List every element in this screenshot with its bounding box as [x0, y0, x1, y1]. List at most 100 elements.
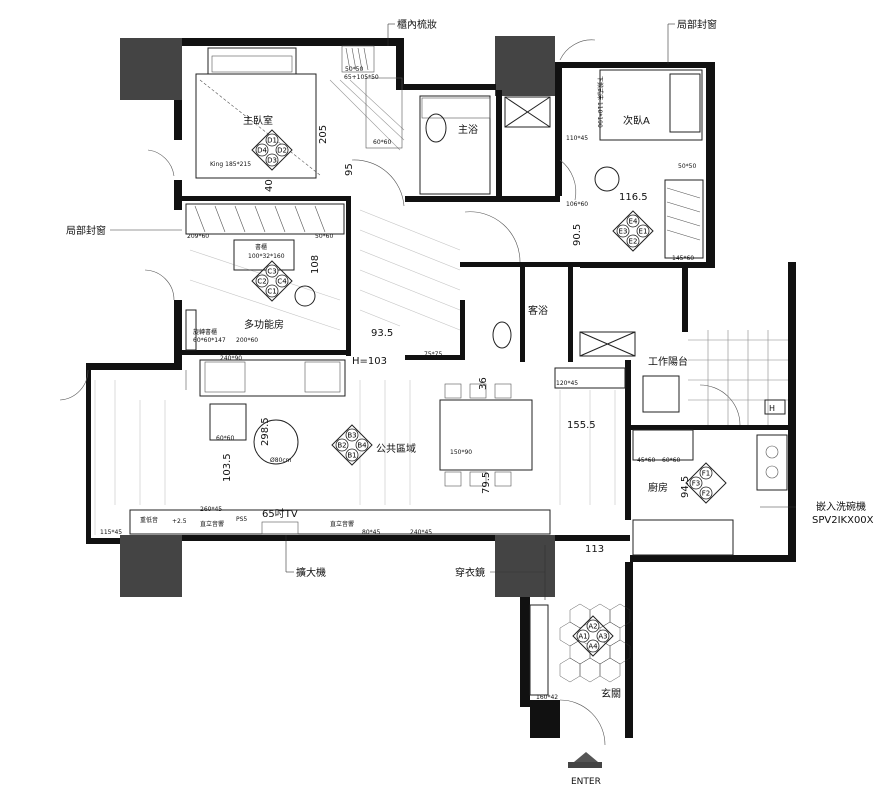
svg-text:75*75: 75*75	[424, 351, 442, 358]
svg-text:93.5: 93.5	[371, 328, 393, 339]
elevation-label: D4	[257, 147, 267, 155]
svg-text:H: H	[769, 404, 775, 413]
pillar-bottom-mid	[495, 535, 555, 597]
svg-text:155.5: 155.5	[567, 420, 596, 431]
room-master-bath: 主浴	[458, 124, 478, 136]
room-multi: 多功能房	[244, 318, 284, 331]
room-entrance: 玄關	[601, 687, 621, 700]
fixtures	[59, 23, 796, 768]
room-kitchen: 廚房	[648, 481, 668, 494]
elevation-circle	[626, 234, 640, 248]
svg-text:50*50: 50*50	[345, 66, 363, 73]
room-master-bedroom: 主臥室	[243, 114, 273, 127]
svg-text:116.5: 116.5	[619, 192, 648, 203]
pillar-top-left	[120, 38, 182, 100]
svg-text:240*90: 240*90	[220, 355, 242, 362]
elevation-label: A2	[588, 623, 597, 631]
elevation-circle	[596, 629, 610, 643]
svg-text:209*60: 209*60	[187, 233, 209, 240]
elevation-circle	[626, 214, 640, 228]
svg-text:200*60: 200*60	[236, 337, 258, 344]
elevation-label: A4	[588, 643, 598, 651]
svg-text:160*42: 160*42	[536, 694, 558, 701]
elevation-label: C1	[267, 288, 276, 296]
svg-text:115*45: 115*45	[100, 529, 122, 536]
elevation-circle	[265, 133, 279, 147]
svg-text:65吋TV: 65吋TV	[262, 508, 298, 520]
svg-text:直立音響: 直立音響	[330, 520, 354, 528]
elevation-label: C2	[257, 278, 266, 286]
svg-text:40: 40	[264, 179, 275, 192]
elevation-circle	[345, 428, 359, 442]
elevation-circle	[265, 153, 279, 167]
svg-text:113: 113	[585, 544, 604, 555]
elevation-label: A3	[598, 633, 607, 641]
enter-label: ENTER	[571, 777, 601, 787]
elevation-label: A1	[578, 633, 587, 641]
svg-text:直立音響: 直立音響	[200, 520, 224, 528]
svg-text:重低音: 重低音	[140, 516, 158, 524]
room-public-area: 公共區域	[376, 442, 416, 455]
callouts: 櫃內梳妝 局部封窗 局部封窗 擴大機 穿衣鏡 嵌入洗碗機 SPV2IKX00X …	[66, 18, 874, 787]
svg-text:H=103: H=103	[352, 356, 387, 367]
callout-dishwasher-1: 嵌入洗碗機	[816, 500, 866, 513]
svg-text:下掀式床 110*190: 下掀式床 110*190	[596, 76, 604, 128]
elevation-label: F2	[702, 490, 710, 498]
elevation-circle	[689, 476, 703, 490]
elevation-markers: D1D2D3D4E4E1E2E3C3C4C1C2B3B4B1B2F1F2F3A2…	[251, 129, 727, 657]
elevation-circle	[586, 639, 600, 653]
elevation-circle	[265, 264, 279, 278]
svg-text:94.5: 94.5	[680, 476, 691, 498]
svg-text:80*45: 80*45	[362, 529, 380, 536]
elevation-circle	[616, 224, 630, 238]
elevation-label: F3	[692, 480, 700, 488]
elevation-circle	[275, 274, 289, 288]
svg-text:90.5: 90.5	[572, 224, 583, 246]
svg-text:PS5: PS5	[236, 516, 247, 523]
svg-text:106*60: 106*60	[566, 201, 588, 208]
callout-dressing-mirror: 穿衣鏡	[455, 566, 485, 579]
svg-text:+2.5: +2.5	[172, 518, 187, 525]
svg-text:150*90: 150*90	[450, 449, 472, 456]
svg-text:110*45: 110*45	[566, 135, 588, 142]
svg-text:240*45: 240*45	[410, 529, 432, 536]
elevation-label: C3	[267, 268, 276, 276]
elevation-circle	[335, 438, 349, 452]
elevation-label: B2	[337, 442, 346, 450]
svg-text:旋轉書櫃: 旋轉書櫃	[193, 328, 217, 336]
svg-text:45*60: 45*60	[637, 457, 655, 464]
svg-text:65+105*50: 65+105*50	[344, 74, 379, 81]
svg-text:108: 108	[310, 255, 321, 274]
elevation-circle	[586, 619, 600, 633]
walls	[86, 38, 796, 738]
small-labels: King 185*215 50*50 65+105*50 60*60 110*4…	[100, 66, 775, 701]
svg-text:60*60: 60*60	[216, 435, 234, 442]
elevation-circle	[255, 143, 269, 157]
room-bedroom-a: 次臥A	[623, 114, 650, 127]
elevation-circle	[699, 466, 713, 480]
svg-text:260*45: 260*45	[200, 506, 222, 513]
svg-text:36: 36	[478, 377, 489, 390]
svg-text:50*50: 50*50	[678, 163, 696, 170]
svg-text:60*60*147: 60*60*147	[193, 337, 226, 344]
svg-text:205: 205	[318, 125, 329, 144]
room-work-balcony: 工作陽台	[648, 355, 688, 368]
elevation-circle	[576, 629, 590, 643]
callout-partial-window-left: 局部封窗	[66, 224, 106, 237]
callout-cabinet-mirror: 櫃內梳妝	[397, 18, 437, 31]
svg-text:60*60: 60*60	[662, 457, 680, 464]
svg-text:103.5: 103.5	[222, 453, 233, 482]
elevation-circle	[255, 274, 269, 288]
callout-dishwasher-2: SPV2IKX00X	[812, 515, 874, 526]
elevation-label: D2	[277, 147, 287, 155]
svg-text:298.5: 298.5	[260, 417, 271, 446]
elevation-label: E4	[629, 218, 638, 226]
elevation-label: D3	[267, 157, 277, 165]
elevation-circle	[275, 143, 289, 157]
svg-text:145*60: 145*60	[672, 255, 694, 262]
